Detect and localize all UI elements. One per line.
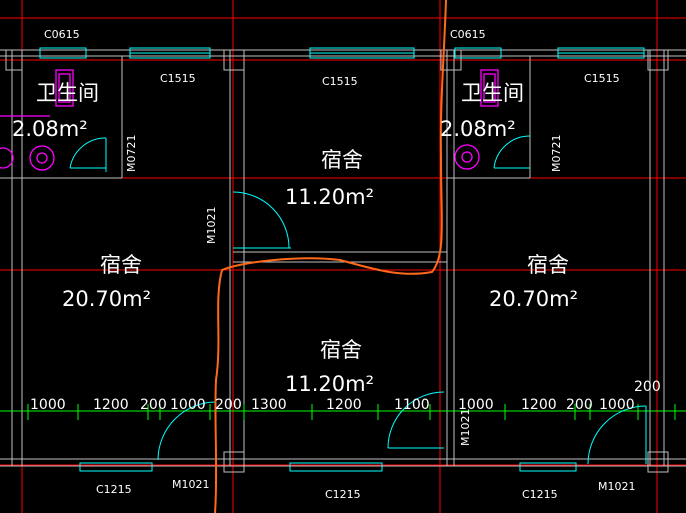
door-swing-m1021-bot-c [587,405,647,465]
window-label-c1515-a: C1515 [160,72,196,85]
room-area-dorm-small-top: 11.20m² [285,185,374,209]
door-label-m1021-left: M1021 [205,207,218,245]
dimension-label: 1200 [521,397,557,413]
door-swing-m1021-left [232,191,290,249]
toilet-icon [55,69,74,107]
sink-icon [0,147,14,169]
window-label-c1515-c: C1515 [584,72,620,85]
dimension-label: 1100 [394,397,430,413]
dimension-label: 200 [566,397,593,413]
door-swing-m0721-a [69,137,107,169]
door-label-m1021-bot-c: M1021 [598,480,636,493]
window-label-bot-c: C1215 [522,488,558,501]
dimension-line [0,404,686,420]
bathroom-fixtures [0,69,499,171]
room-name-dorm-small-top: 宿舍 [321,148,363,172]
walls [0,49,686,473]
window-label-bot-b: C1215 [325,488,361,501]
toilet-icon [480,69,499,107]
room-area-bath-a: 2.08m² [12,117,88,141]
door-swing-m1021-bot-a [157,401,217,461]
room-area-dorm-left: 20.70m² [62,287,151,311]
door-swing-m1021-bot-b [387,391,445,449]
dimension-label: 200 [215,397,242,413]
dimension-label: 200 [634,379,661,395]
dimension-label: 1000 [599,397,635,413]
windows [39,47,645,472]
door-swing-m0721-b [493,135,531,169]
dimension-label: 1000 [458,397,494,413]
sink-icon [29,145,55,171]
room-name-dorm-left: 宿舍 [100,253,142,277]
window-label-top-left: C0615 [44,28,80,41]
window-label-bot-a: C1215 [96,483,132,496]
door-label-m0721-a: M0721 [125,135,138,173]
room-name-bath-a: 卫生间 [36,81,99,105]
dimension-label: 1000 [30,397,66,413]
markup-stroke [214,0,447,513]
dimension-label: 1200 [326,397,362,413]
room-name-dorm-right: 宿舍 [527,253,569,277]
room-name-dorm-small-bot: 宿舍 [320,338,362,362]
room-area-dorm-small-bot: 11.20m² [285,372,374,396]
door-label-m1021-bot-a: M1021 [172,478,210,491]
room-name-bath-b: 卫生间 [461,81,524,105]
dimension-label: 1000 [170,397,206,413]
window-label-top-mid: C0615 [450,28,486,41]
window-label-c1515-b: C1515 [322,75,358,88]
dimension-label: 1300 [251,397,287,413]
dimension-label: 1200 [93,397,129,413]
door-label-m1021-bot-b: M1021 [459,409,472,447]
door-label-m0721-b: M0721 [550,135,563,173]
room-area-bath-b: 2.08m² [440,117,516,141]
room-area-dorm-right: 20.70m² [489,287,578,311]
dimension-label: 200 [140,397,167,413]
sink-icon [454,144,480,170]
